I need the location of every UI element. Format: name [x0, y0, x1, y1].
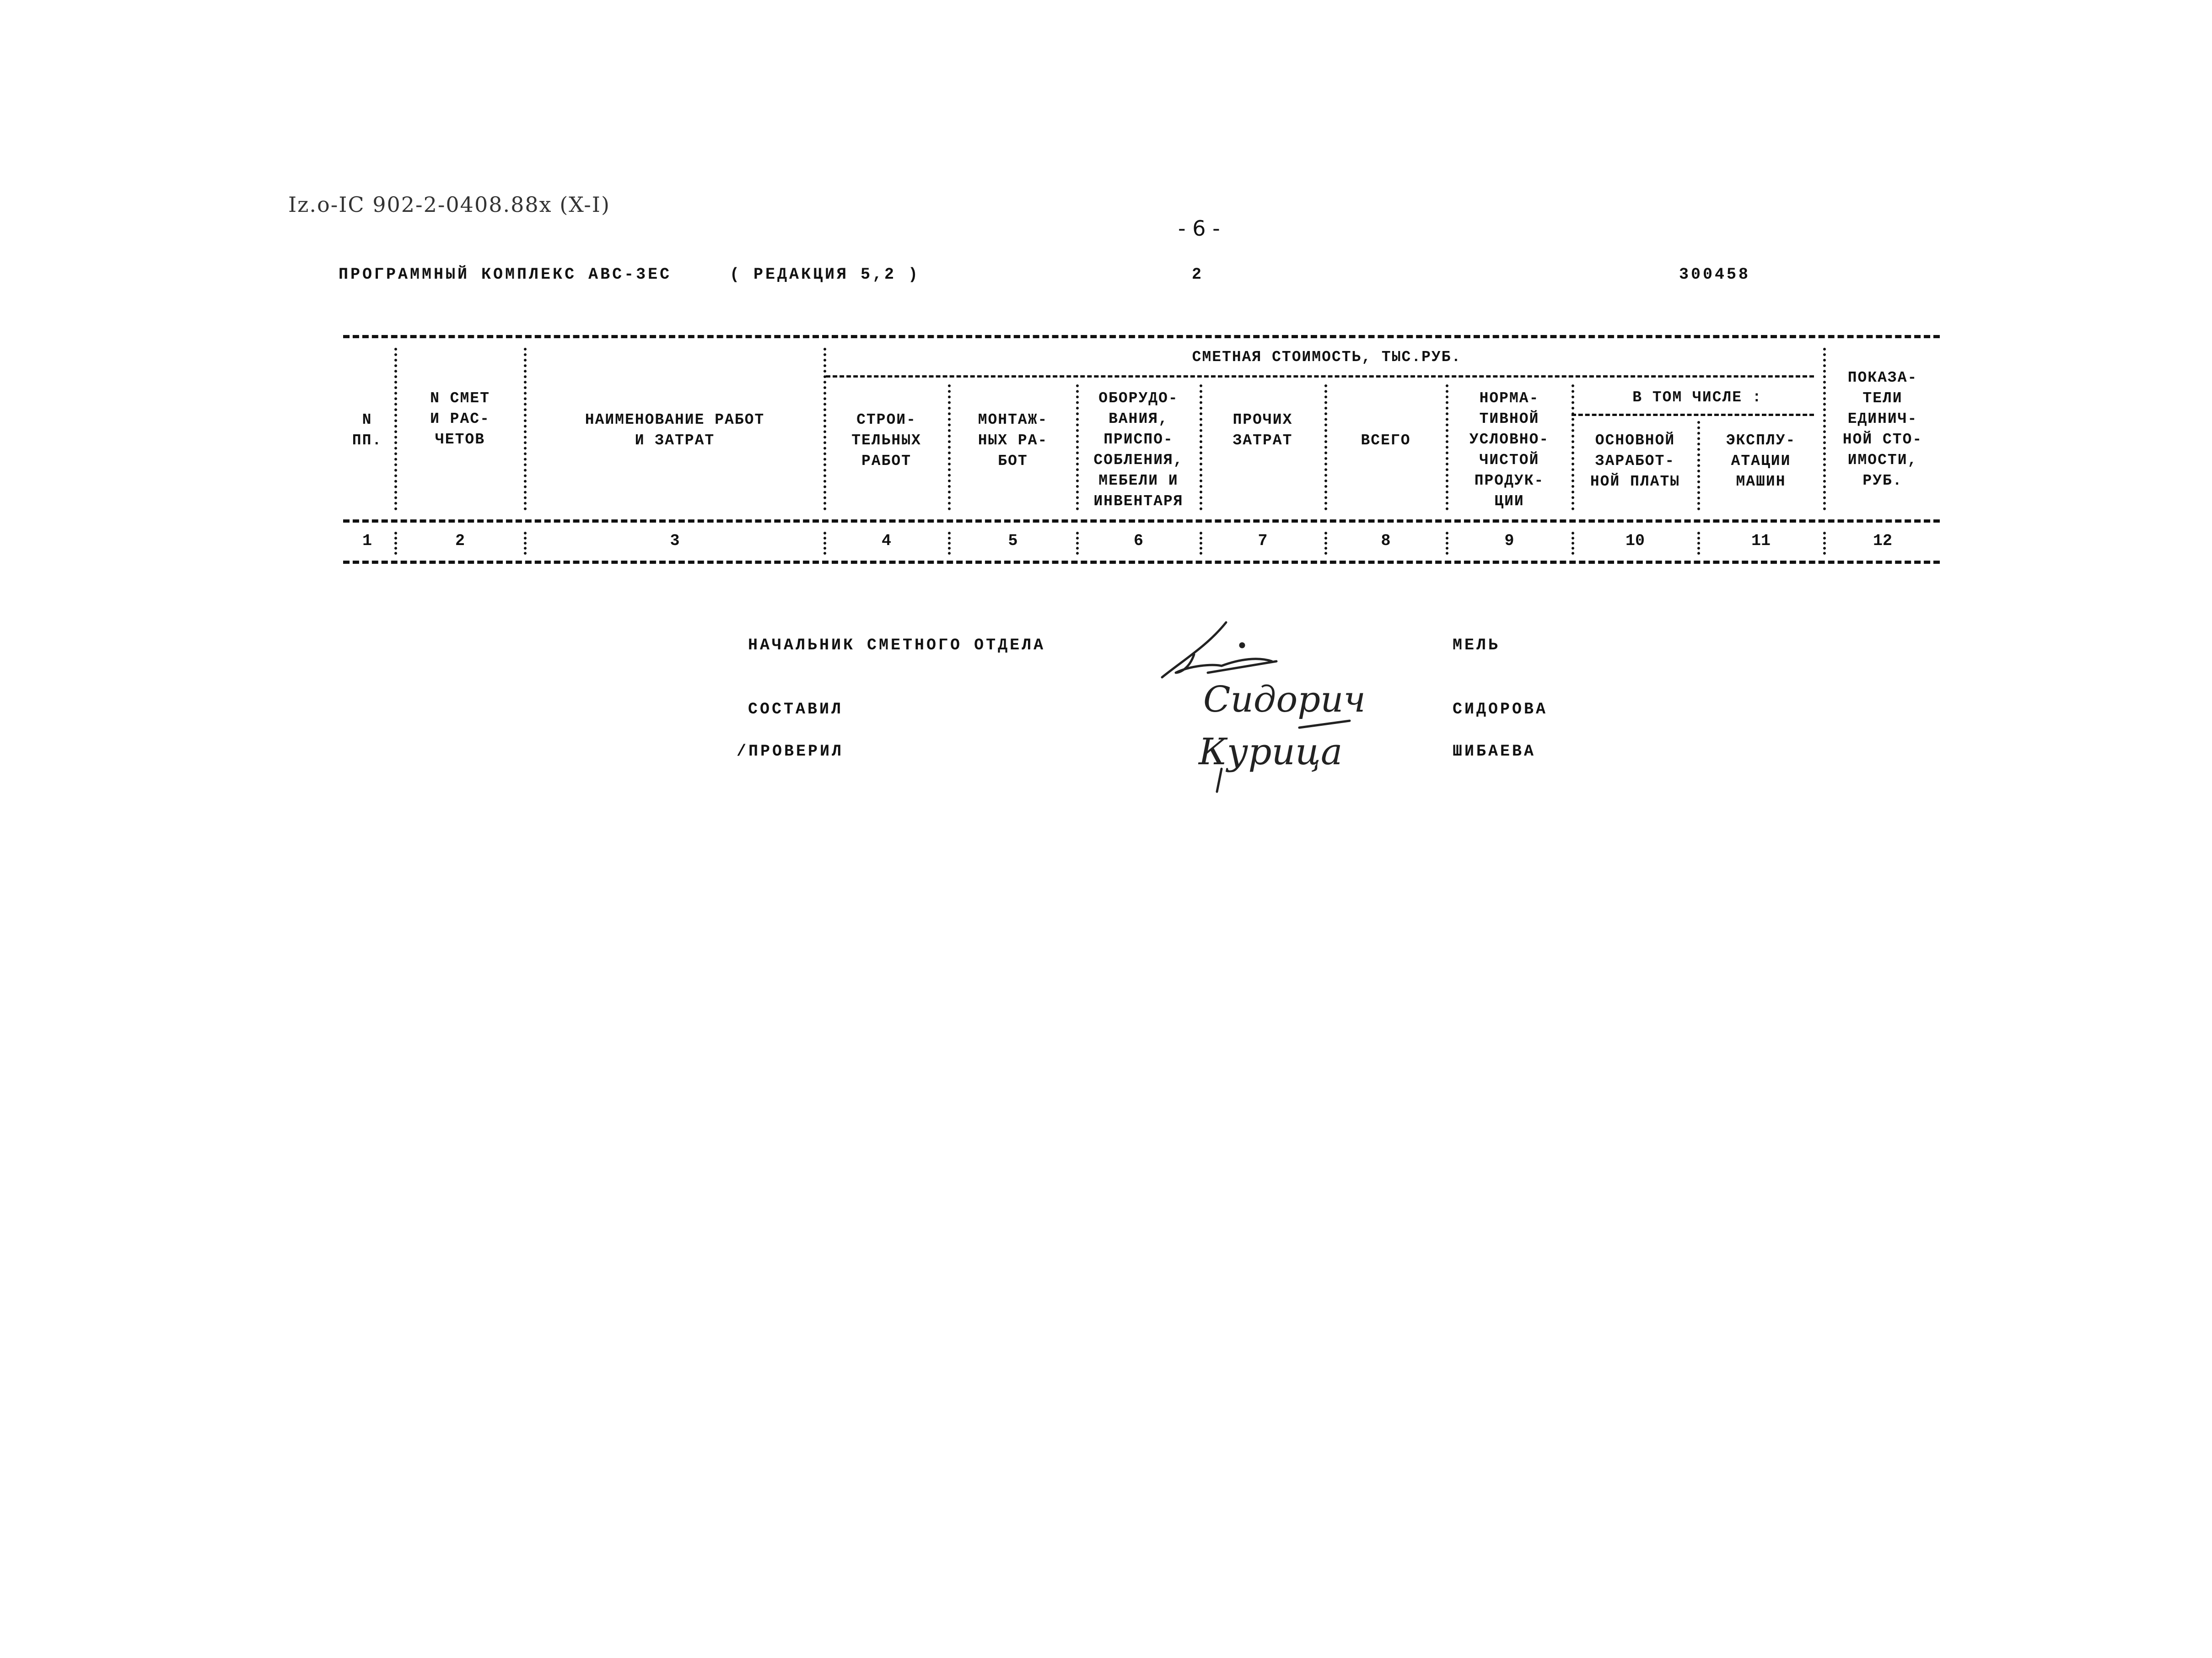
col-number-2: 2: [455, 532, 465, 550]
col-number-6: 6: [1133, 532, 1143, 550]
col-sep-9: [1572, 384, 1574, 510]
num-sep-3: [823, 532, 826, 555]
col-sep-3: [823, 348, 826, 510]
subgroup-header-including: В ТОМ ЧИСЛЕ :: [1632, 389, 1762, 406]
signature-role-compiled: СОСТАВИЛ: [748, 700, 844, 718]
signature-name-head: МЕЛЬ: [1453, 636, 1501, 654]
num-sep-6: [1200, 532, 1202, 555]
num-sep-4: [948, 532, 951, 555]
col-header-unit-cost: ПОКАЗА- ТЕЛИ ЕДИНИЧ- НОЙ СТО- ИМОСТИ, РУ…: [1842, 369, 1923, 489]
col-header-base-wages: ОСНОВНОЙ ЗАРАБОТ- НОЙ ПЛАТЫ: [1590, 432, 1680, 490]
col-sep-5: [1076, 384, 1079, 510]
col-sep-2: [524, 348, 527, 510]
document-stamp: Iz.o-IC 902-2-0408.88x (X-I): [288, 192, 610, 217]
group-header-estimated-cost: СМЕТНАЯ СТОИМОСТЬ, ТЫС.РУБ.: [1192, 349, 1462, 366]
handwriting-sidorich: Сидорич: [1203, 679, 1366, 720]
col-header-estimate-number: N СМЕТ И РАС- ЧЕТОВ: [430, 390, 490, 448]
signature-name-checked: ШИБАЕВА: [1453, 742, 1536, 761]
handwriting-kurica: Курица: [1198, 730, 1343, 773]
col-number-1: 1: [362, 532, 372, 550]
handwritten-signatures: Сидорич Курица: [1161, 621, 1366, 793]
document-code: 300458: [1679, 265, 1751, 284]
num-sep-10: [1697, 532, 1700, 555]
signature-role-head: НАЧАЛЬНИК СМЕТНОГО ОТДЕЛА: [748, 636, 1046, 654]
col-header-work-name: НАИМЕНОВАНИЕ РАБОТ И ЗАТРАТ: [585, 411, 765, 449]
col-number-9: 9: [1504, 532, 1514, 550]
col-header-machine-operation: ЭКСПЛУ- АТАЦИИ МАШИН: [1726, 432, 1796, 490]
col-header-other-costs: ПРОЧИХ ЗАТРАТ: [1232, 411, 1293, 449]
header-bottom-rule: [343, 519, 1940, 523]
col-header-row-number: N ПП.: [352, 411, 382, 449]
program-name: ПРОГРАММНЫЙ КОМПЛЕКС АВС-3ЕС: [339, 265, 672, 284]
col-sep-10: [1697, 421, 1700, 510]
col-header-equipment: ОБОРУДО- ВАНИЯ, ПРИСПО- СОБЛЕНИЯ, МЕБЕЛИ…: [1093, 390, 1184, 510]
col-sep-7: [1324, 384, 1327, 510]
num-sep-5: [1076, 532, 1079, 555]
num-sep-8: [1446, 532, 1448, 555]
col-sep-4: [948, 384, 951, 510]
col-header-construction: СТРОИ- ТЕЛЬНЫХ РАБОТ: [851, 411, 921, 470]
group-header-rule: [826, 375, 1814, 378]
section-number: 2: [1192, 265, 1204, 284]
col-number-5: 5: [1008, 532, 1018, 550]
signature-role-checked: /ПРОВЕРИЛ: [737, 742, 844, 761]
col-header-installation: МОНТАЖ- НЫХ РА- БОТ: [978, 411, 1048, 470]
col-number-3: 3: [670, 532, 680, 550]
table-bottom-rule: [343, 561, 1940, 564]
col-number-10: 10: [1625, 532, 1645, 550]
col-number-8: 8: [1381, 532, 1391, 550]
num-sep-1: [394, 532, 397, 555]
col-sep-1: [394, 348, 397, 510]
col-sep-8: [1446, 384, 1448, 510]
program-edition: ( РЕДАКЦИЯ 5,2 ): [730, 265, 920, 284]
col-sep-6: [1200, 384, 1202, 510]
table-top-rule: [343, 335, 1940, 338]
num-sep-2: [524, 532, 527, 555]
col-sep-11: [1823, 348, 1826, 510]
col-header-normative-production: НОРМА- ТИВНОЙ УСЛОВНО- ЧИСТОЙ ПРОДУК- ЦИ…: [1469, 390, 1550, 510]
num-sep-11: [1823, 532, 1826, 555]
num-sep-7: [1324, 532, 1327, 555]
col-number-12: 12: [1873, 532, 1892, 550]
col-number-11: 11: [1751, 532, 1771, 550]
subgroup-header-rule: [1572, 414, 1814, 416]
col-number-7: 7: [1258, 532, 1268, 550]
page-number: - 6 -: [1178, 216, 1220, 241]
num-sep-9: [1572, 532, 1574, 555]
col-number-4: 4: [881, 532, 891, 550]
signature-name-compiled: СИДОРОВА: [1453, 700, 1548, 718]
col-header-total: ВСЕГО: [1361, 432, 1411, 449]
